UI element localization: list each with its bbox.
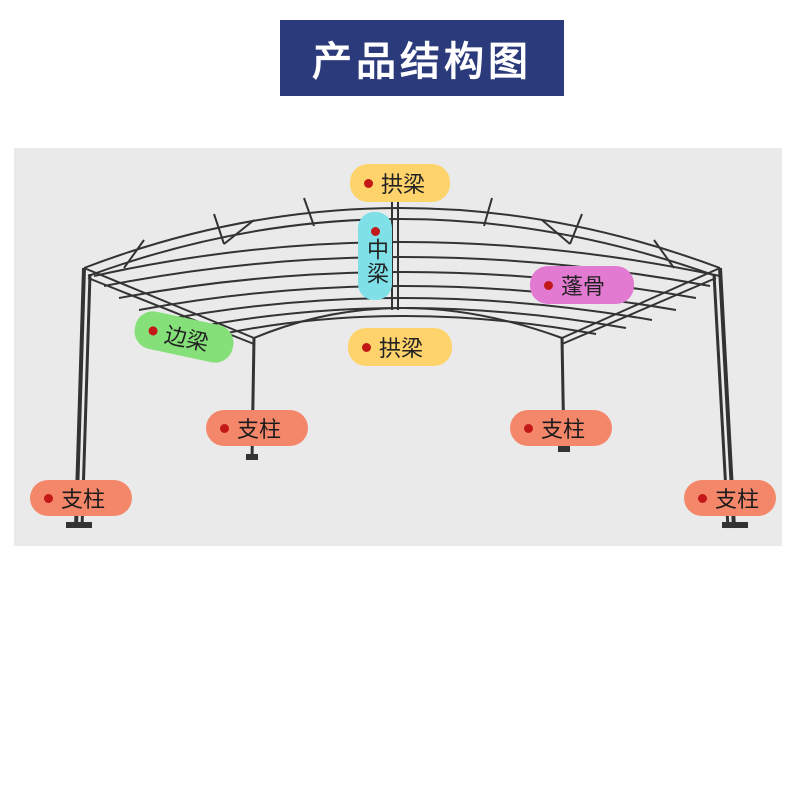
foot-plate	[246, 454, 258, 460]
marker-dot	[524, 423, 533, 433]
label-text: 支柱	[237, 418, 282, 443]
middle-beam-label: 中梁	[358, 212, 392, 300]
label-text: 中梁	[363, 237, 388, 286]
label-text: 支柱	[541, 418, 586, 443]
page-title: 产品结构图	[312, 39, 532, 85]
label-text: 拱梁	[381, 173, 426, 198]
title-banner: 产品结构图	[280, 20, 564, 96]
marker-dot	[362, 342, 371, 352]
label-text: 边梁	[162, 323, 211, 357]
label-text: 拱梁	[379, 337, 424, 362]
marker-dot	[147, 325, 159, 336]
marker-dot	[370, 226, 380, 236]
arch-beam-label-top: 拱梁	[350, 164, 450, 202]
pillar-label-inner-right: 支柱	[510, 410, 612, 446]
pillar-label-inner-left: 支柱	[206, 410, 308, 446]
label-text: 蓬骨	[561, 275, 606, 300]
marker-dot	[544, 280, 553, 290]
foot-plate	[558, 446, 570, 452]
canopy-frame	[74, 197, 736, 529]
label-text: 支柱	[61, 488, 106, 513]
pillar-label-outer-right: 支柱	[684, 480, 776, 516]
canopy-frame-drawing	[66, 197, 748, 529]
marker-dot	[44, 493, 53, 503]
foot-plate	[66, 522, 92, 528]
pillar-label-outer-left: 支柱	[30, 480, 132, 516]
arch-beam-label-lower: 拱梁	[348, 328, 452, 366]
marker-dot	[364, 178, 373, 188]
structure-diagram: 拱梁 中梁 蓬骨 边梁 拱梁 支柱 支柱 支柱 支柱	[14, 148, 782, 546]
foot-plate	[722, 522, 748, 528]
marker-dot	[698, 493, 707, 503]
marker-dot	[220, 423, 229, 433]
label-text: 支柱	[715, 488, 760, 513]
canopy-rib-label: 蓬骨	[530, 266, 634, 304]
